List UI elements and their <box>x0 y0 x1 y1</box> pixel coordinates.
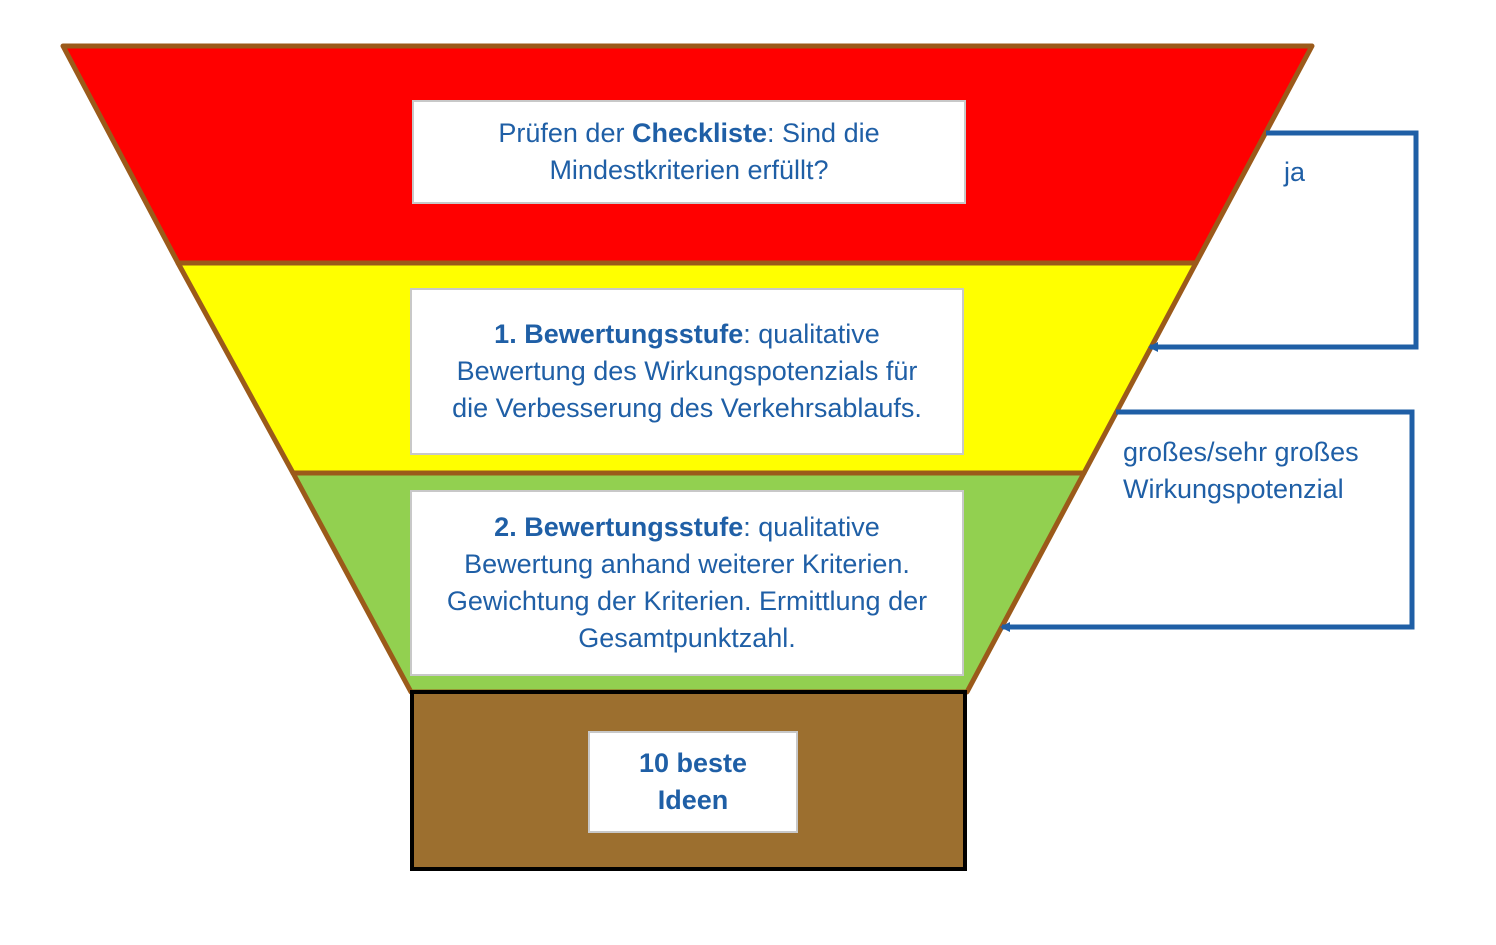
arrow-wirkungspotenzial <box>1000 409 1415 632</box>
stage-1-box: 1. Bewertungsstufe: qualitative Bewertun… <box>410 288 964 455</box>
stage-2-text: : qualitative Bewertung anhand weiterer … <box>446 512 928 653</box>
stage-2-box: 2. Bewertungsstufe: qualitative Bewertun… <box>410 490 964 676</box>
stage-1-title: 1. Bewertungsstufe <box>494 319 744 349</box>
arrow-ja <box>1148 130 1419 352</box>
checklist-lead: Prüfen der <box>498 118 632 148</box>
checklist-bold: Checkliste <box>631 118 768 148</box>
label-wirkungspotenzial: großes/sehr großes Wirkungspotenzial <box>1123 437 1359 504</box>
checklist-rest: : Sind die Mindestkriterien erfüllt? <box>549 118 880 185</box>
stage-2-title: 2. Bewertungsstufe <box>494 512 744 542</box>
result-box: 10 beste Ideen <box>588 731 798 833</box>
stage-1-text: : qualitative Bewertung des Wirkungspote… <box>452 319 922 423</box>
result-text: 10 beste Ideen <box>638 748 748 815</box>
label-ja: ja <box>1284 157 1306 187</box>
checklist-box: Prüfen der Checkliste: Sind die Mindestk… <box>412 100 966 204</box>
